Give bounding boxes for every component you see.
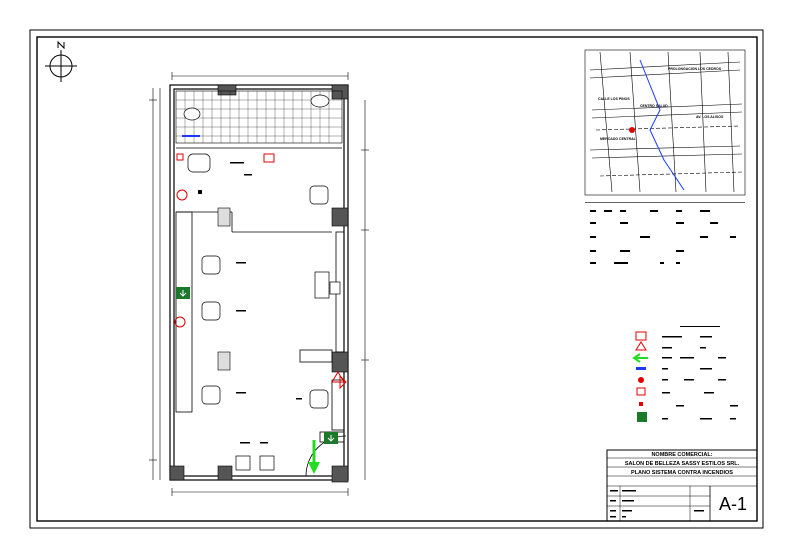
title-block-fields — [610, 490, 704, 518]
room-annotations — [198, 162, 302, 444]
outer-border — [29, 29, 764, 529]
legend-row — [637, 412, 736, 422]
toilet — [183, 107, 201, 121]
styling-chairs — [187, 153, 341, 471]
map-label: AV. LOS ALISOS — [696, 115, 724, 119]
map-label: CALLE LOS PINOS — [598, 97, 630, 101]
dimension-lines — [149, 72, 369, 496]
bathroom — [175, 90, 343, 144]
sink — [310, 94, 330, 108]
legend — [632, 326, 738, 422]
hatched-blocks — [217, 207, 231, 371]
company-name: SALON DE BELLEZA SASSY ESTILOS SRL. — [625, 461, 740, 467]
trade-name-label: NOMBRE COMERCIAL: — [651, 452, 712, 458]
inner-border — [36, 36, 758, 522]
map-label: MERCADO CENTRAL — [600, 137, 637, 141]
exit-sign-icon — [176, 287, 338, 444]
fire-alarm-icon — [331, 371, 345, 383]
columns — [169, 84, 349, 483]
legend-row — [639, 402, 738, 407]
location-map: PROLONGACION LOS CEDROS CALLE LOS PINOS … — [584, 49, 746, 264]
sheet-code: A-1 — [719, 494, 747, 514]
map-label: PROLONGACION LOS CEDROS — [668, 67, 722, 71]
evacuation-arrow-icon — [308, 440, 320, 474]
legend-row — [635, 331, 712, 341]
floor-plan — [149, 72, 369, 496]
legend-row — [636, 367, 712, 370]
legend-row — [635, 341, 706, 351]
legend-row — [638, 377, 726, 383]
title-block — [606, 449, 758, 522]
map-label: CENTRO SALUD — [640, 104, 668, 108]
legend-row — [632, 353, 726, 363]
north-arrow-icon — [45, 40, 77, 82]
plan-title: PLANO SISTEMA CONTRA INCENDIOS — [631, 470, 733, 476]
legend-row — [636, 387, 714, 396]
